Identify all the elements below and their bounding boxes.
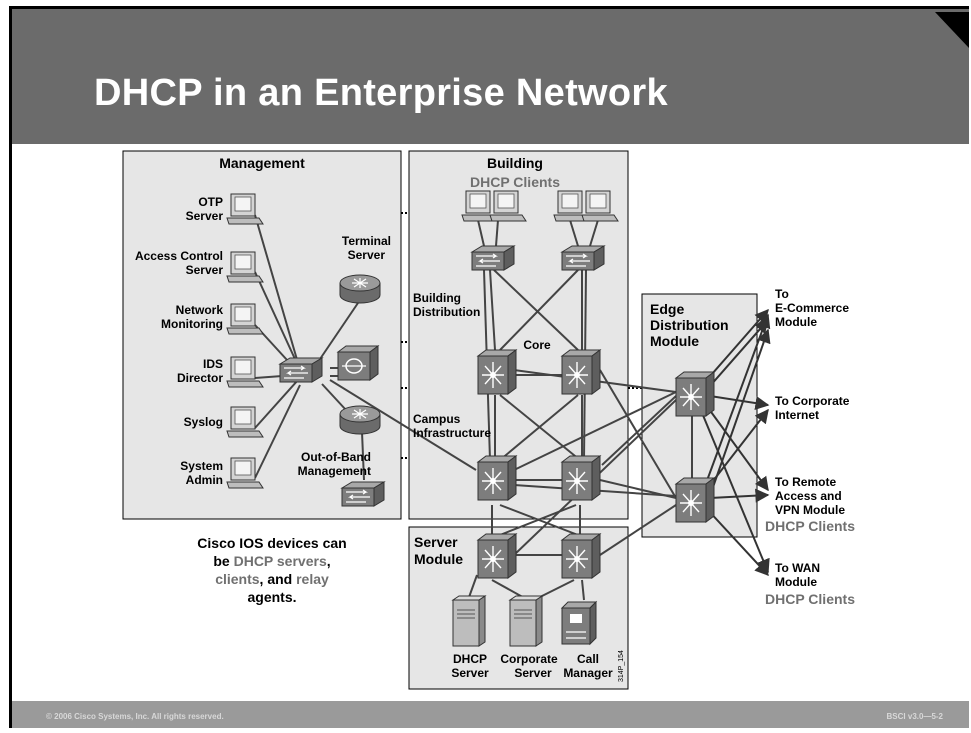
copyright-text: © 2006 Cisco Systems, Inc. All rights re… — [46, 712, 224, 721]
management-title: Management — [219, 155, 305, 171]
campus-switch-icon — [477, 455, 517, 501]
wan-label-1: To WAN — [775, 561, 820, 575]
building-distribution-label-1: Building — [413, 291, 461, 305]
core-switch-icon — [477, 349, 517, 395]
remote-label-3: VPN Module — [775, 503, 845, 517]
building-dhcp-clients: DHCP Clients — [470, 174, 560, 190]
internet-label-2: Internet — [775, 408, 819, 422]
call-manager-icon — [560, 600, 598, 646]
campus-label-1: Campus — [413, 412, 461, 426]
dhcp-roles-note: Cisco IOS devices can be DHCP servers, c… — [197, 535, 346, 605]
syslog-label: Syslog — [184, 415, 223, 429]
remote-label-1: To Remote — [775, 475, 836, 489]
ecommerce-label-2: E-Commerce — [775, 301, 849, 315]
oob-label-2: Management — [298, 464, 371, 478]
corporate-server-label-1: Corporate — [500, 652, 558, 666]
call-manager-label-2: Manager — [563, 666, 613, 680]
oob-switch-icon — [341, 481, 385, 507]
slide-id: BSCI v3.0—5-2 — [886, 712, 943, 721]
slide-title: DHCP in an Enterprise Network — [94, 72, 668, 114]
slide-frame — [9, 6, 969, 728]
edge-switch-icon — [675, 371, 715, 417]
server-module-switch-icon — [561, 533, 601, 579]
server-module-label-2: Module — [414, 551, 463, 567]
slide-footer — [12, 701, 969, 728]
note-line-3: clients, and relay — [215, 571, 329, 587]
acs-label-2: Server — [186, 263, 224, 277]
figure-id: 314P_154 — [618, 650, 625, 682]
internet-label-1: To Corporate — [775, 394, 850, 408]
core-label: Core — [523, 338, 551, 352]
terminal-server-router-icon — [339, 274, 381, 304]
corporate-server-icon — [509, 595, 543, 647]
note-line-4: agents. — [247, 589, 296, 605]
corporate-server-label-2: Server — [514, 666, 552, 680]
note-line-1: Cisco IOS devices can — [197, 535, 346, 551]
building-distribution-switch-icon — [561, 245, 605, 271]
edge-label-3: Module — [650, 333, 699, 349]
edge-switch-icon — [675, 477, 715, 523]
sysadmin-label-2: Admin — [186, 473, 223, 487]
header-corner — [935, 12, 969, 48]
dhcp-server-label-2: Server — [451, 666, 489, 680]
dhcp-server-label-1: DHCP — [453, 652, 487, 666]
terminal-server-label-1: Terminal — [342, 234, 391, 248]
oob-label-1: Out-of-Band — [301, 450, 371, 464]
dhcp-server-icon — [452, 595, 486, 647]
server-module-label-1: Server — [414, 534, 458, 550]
otp-label-2: Server — [186, 209, 224, 223]
campus-switch-icon — [561, 455, 601, 501]
remote-dhcp-clients: DHCP Clients — [765, 518, 855, 534]
firewall-icon — [336, 345, 380, 381]
server-module-switch-icon — [477, 533, 517, 579]
building-distribution-label-2: Distribution — [413, 305, 480, 319]
wan-label-2: Module — [775, 575, 817, 589]
terminal-server-label-2: Server — [348, 248, 386, 262]
ids-label-1: IDS — [203, 357, 223, 371]
building-distribution-switch-icon — [471, 245, 515, 271]
campus-label-2: Infrastructure — [413, 426, 491, 440]
slide-header — [12, 9, 969, 144]
remote-label-2: Access and — [775, 489, 842, 503]
building-title: Building — [487, 155, 543, 171]
ids-label-2: Director — [177, 371, 223, 385]
ecommerce-label-1: To — [775, 287, 789, 301]
acs-label-1: Access Control — [135, 249, 223, 263]
edge-label-1: Edge — [650, 301, 684, 317]
netmon-label-2: Monitoring — [161, 317, 223, 331]
core-switch-icon — [561, 349, 601, 395]
management-switch-icon — [279, 357, 323, 383]
management-panel — [122, 150, 402, 520]
note-line-2: be DHCP servers, — [213, 553, 330, 569]
call-manager-label-1: Call — [577, 652, 599, 666]
netmon-label-1: Network — [176, 303, 224, 317]
sysadmin-label-1: System — [180, 459, 223, 473]
wan-dhcp-clients: DHCP Clients — [765, 591, 855, 607]
edge-label-2: Distribution — [650, 317, 729, 333]
ecommerce-label-3: Module — [775, 315, 817, 329]
otp-label-1: OTP — [198, 195, 223, 209]
oob-router-icon — [339, 405, 381, 435]
